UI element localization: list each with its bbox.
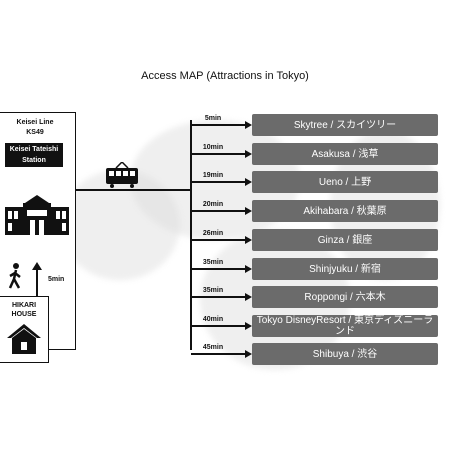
destination-box: Shibuya / 渋谷: [252, 343, 438, 365]
route-branch-line: [191, 124, 249, 126]
house-icon: [7, 324, 41, 354]
route-arrowhead: [245, 178, 252, 186]
route-branch-line: [191, 296, 249, 298]
station-building-icon: [5, 195, 69, 235]
destination-box: Asakusa / 浅草: [252, 143, 438, 165]
travel-time: 45min: [202, 344, 224, 351]
house-name-line1: HIKARI: [11, 302, 37, 309]
destination-box: Akihabara / 秋葉原: [252, 200, 438, 222]
house-name-line2: HOUSE: [11, 311, 37, 318]
route-branch-line: [191, 353, 249, 355]
destination-box: Tokyo DisneyResort / 東京ディズニーランド: [252, 315, 438, 337]
station-line: Keisei Line: [16, 119, 54, 126]
route-arrowhead: [245, 121, 252, 129]
travel-time: 19min: [202, 172, 224, 179]
route-branch-line: [191, 181, 249, 183]
station-code: KS49: [26, 129, 44, 136]
travel-time: 10min: [202, 144, 224, 151]
train-connector-line: [75, 189, 191, 191]
station-name-line1: Keisei Tateishi: [9, 146, 59, 153]
route-arrowhead: [245, 265, 252, 273]
route-branch-line: [191, 153, 249, 155]
route-arrowhead: [245, 350, 252, 358]
travel-time: 35min: [202, 287, 224, 294]
walking-person-icon: [8, 263, 21, 289]
destination-box: Ueno / 上野: [252, 171, 438, 193]
background-splash: [60, 170, 180, 280]
up-arrow-icon: [32, 262, 42, 296]
travel-time: 5min: [204, 115, 222, 122]
destination-box: Skytree / スカイツリー: [252, 114, 438, 136]
walk-time: 5min: [48, 276, 65, 283]
route-arrowhead: [245, 207, 252, 215]
route-branch-line: [191, 239, 249, 241]
route-arrowhead: [245, 293, 252, 301]
station-name-line2: Station: [22, 157, 46, 164]
route-branch-line: [191, 325, 249, 327]
station-name-tag: Keisei Tateishi Station: [5, 143, 63, 167]
train-icon: [106, 162, 138, 188]
travel-time: 40min: [202, 316, 224, 323]
route-branch-line: [191, 268, 249, 270]
travel-time: 26min: [202, 230, 224, 237]
route-trunk-line: [190, 120, 192, 350]
map-title: Access MAP (Attractions in Tokyo): [141, 70, 309, 82]
house-panel: HIKARI HOUSE: [0, 296, 49, 363]
travel-time: 35min: [202, 259, 224, 266]
route-arrowhead: [245, 236, 252, 244]
route-arrowhead: [245, 322, 252, 330]
route-arrowhead: [245, 150, 252, 158]
travel-time: 20min: [202, 201, 224, 208]
destination-box: Ginza / 銀座: [252, 229, 438, 251]
destination-box: Roppongi / 六本木: [252, 286, 438, 308]
route-branch-line: [191, 210, 249, 212]
destination-box: Shinjyuku / 新宿: [252, 258, 438, 280]
